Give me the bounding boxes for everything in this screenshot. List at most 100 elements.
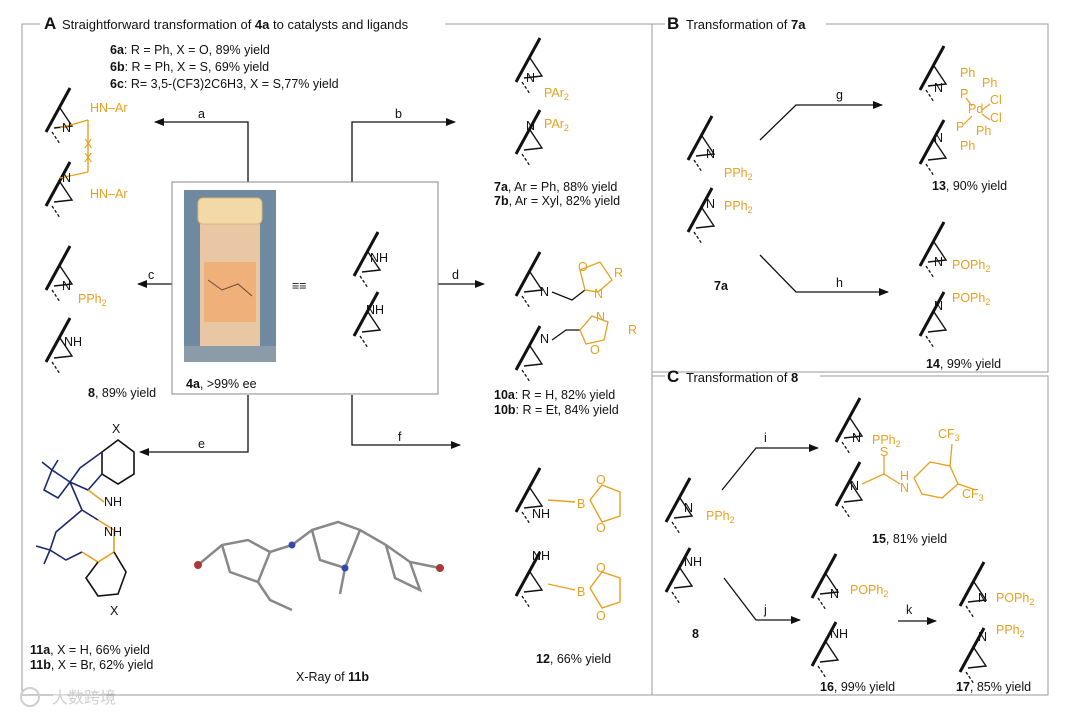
svg-text:CF3: CF3: [938, 427, 960, 443]
svg-text:N: N: [706, 197, 715, 211]
svg-text:17, 85% yield: 17, 85% yield: [956, 680, 1031, 694]
svg-text:Straightforward transformation: Straightforward transformation of 4a to …: [62, 17, 409, 32]
svg-text:O: O: [596, 561, 606, 575]
svg-text:PAr2: PAr2: [544, 117, 569, 133]
svg-text:11b, X = Br, 62% yield: 11b, X = Br, 62% yield: [30, 658, 153, 672]
compound-7-structure: N PAr2 N PAr2: [514, 36, 569, 168]
svg-text:N: N: [62, 171, 71, 185]
svg-text:d: d: [452, 268, 459, 282]
panel-b-arrows: [759, 101, 889, 296]
svg-text:NH: NH: [684, 555, 702, 569]
svg-text:X: X: [110, 604, 119, 618]
compound-13-structure: N N Ph Ph P Pd Cl Cl P Ph Ph 13, 90% yie…: [918, 44, 1007, 193]
svg-text:11a, X = H, 66% yield: 11a, X = H, 66% yield: [30, 643, 150, 657]
svg-text:N: N: [934, 131, 943, 145]
svg-text:P: P: [960, 87, 968, 101]
svg-text:13, 90% yield: 13, 90% yield: [932, 179, 1007, 193]
svg-text:N: N: [934, 255, 943, 269]
svg-text:N: N: [596, 310, 605, 324]
svg-text:PPh2: PPh2: [78, 292, 107, 308]
svg-text:A: A: [44, 14, 56, 33]
step-g-label: g: [836, 88, 843, 102]
svg-text:PPh2: PPh2: [872, 433, 901, 449]
svg-text:N: N: [62, 279, 71, 293]
svg-text:O: O: [596, 521, 606, 535]
compound-8-structure: N PPh2 NH 8, 89% yield: [44, 244, 156, 400]
compound-16-structure: N POPh2 NH 16, 99% yield: [810, 552, 895, 694]
svg-text:7b, Ar = Xyl, 82% yield: 7b, Ar = Xyl, 82% yield: [494, 194, 620, 208]
svg-text:B: B: [577, 585, 585, 599]
compound-10-structure: N N O N R N O R: [514, 250, 637, 384]
panel-a-title: A Straightforward transformation of 4a t…: [44, 14, 409, 33]
step-k-label: k: [906, 603, 913, 617]
compound-14-structure: N POPh2 N POPh2 14, 99% yield: [918, 220, 1001, 371]
compound-11-captions: 11a, X = H, 66% yield 11b, X = Br, 62% y…: [30, 643, 153, 672]
svg-text:N: N: [978, 630, 987, 644]
compound-6-conditions: 6a: R = Ph, X = O, 89% yield 6b: R = Ph,…: [110, 43, 339, 91]
svg-text:X: X: [112, 422, 121, 436]
svg-text:POPh2: POPh2: [996, 591, 1034, 607]
svg-text:e: e: [198, 437, 205, 451]
svg-text:Ph: Ph: [960, 139, 975, 153]
svg-text:4a, >99% ee: 4a, >99% ee: [186, 377, 257, 391]
panel-a-arrows: [137, 118, 485, 456]
svg-text:B: B: [577, 497, 585, 511]
step-j-label: j: [763, 603, 767, 617]
svg-text:CF3: CF3: [962, 487, 984, 503]
svg-text:PPh2: PPh2: [706, 509, 735, 525]
svg-text:6c: R= 3,5-(CF3)2C6H3, X = S,7: 6c: R= 3,5-(CF3)2C6H3, X = S,77% yield: [110, 77, 339, 91]
svg-text:N: N: [852, 431, 861, 445]
xray-structure: [194, 520, 444, 612]
svg-text:a: a: [198, 107, 205, 121]
svg-text:N: N: [850, 479, 859, 493]
svg-text:R: R: [614, 266, 623, 280]
compound-8-c-structure: N PPh2 NH 8: [664, 476, 735, 641]
svg-text:H: H: [900, 469, 909, 483]
svg-text:Cl: Cl: [990, 111, 1002, 125]
svg-text:N: N: [830, 587, 839, 601]
xray-caption: X-Ray of 11b: [296, 670, 369, 684]
svg-text:12, 66% yield: 12, 66% yield: [536, 652, 611, 666]
compound-12-structure: NH NH B B O O O O 12, 66% yield: [514, 466, 621, 666]
svg-text:X: X: [84, 137, 93, 151]
compound-6-structure: N N HN–Ar X X HN–Ar: [44, 86, 128, 220]
svg-text:N: N: [540, 285, 549, 299]
compound-4a-box: 4a, >99% ee ≡≡ NH NH: [171, 181, 439, 395]
svg-text:N: N: [526, 119, 535, 133]
svg-text:15, 81% yield: 15, 81% yield: [872, 532, 947, 546]
compound-7a-structure: N PPh2 N PPh2 7a: [686, 114, 753, 293]
svg-text:7a, Ar = Ph, 88% yield: 7a, Ar = Ph, 88% yield: [494, 180, 617, 194]
compound-11-structure: X NH NH X: [35, 422, 135, 618]
svg-text:N: N: [978, 591, 987, 605]
svg-text:NH: NH: [104, 495, 122, 509]
svg-text:Transformation of 7a: Transformation of 7a: [686, 17, 806, 32]
svg-text:NH: NH: [370, 251, 388, 265]
svg-text:PPh2: PPh2: [724, 199, 753, 215]
svg-text:PPh2: PPh2: [724, 166, 753, 182]
svg-text:Ph: Ph: [960, 66, 975, 80]
svg-text:Ph: Ph: [976, 124, 991, 138]
svg-text:b: b: [395, 107, 402, 121]
svg-text:NH: NH: [64, 335, 82, 349]
svg-text:O: O: [596, 609, 606, 623]
svg-text:f: f: [398, 430, 402, 444]
svg-text:N: N: [706, 147, 715, 161]
svg-text:N: N: [540, 332, 549, 346]
svg-text:NH: NH: [104, 525, 122, 539]
svg-text:X-Ray of 11b: X-Ray of 11b: [296, 670, 369, 684]
svg-text:HN–Ar: HN–Ar: [90, 101, 128, 115]
compound-15-structure: N PPh2 N S N H CF3 CF3 15, 81% yield: [834, 396, 984, 546]
compound-17-structure: N POPh2 N PPh2 17, 85% yield: [956, 560, 1034, 694]
panel-b-title: B Transformation of 7a: [667, 14, 806, 33]
svg-text:NH: NH: [830, 627, 848, 641]
svg-text:Ph: Ph: [982, 76, 997, 90]
svg-text:O: O: [596, 473, 606, 487]
watermark: 大数跨境: [20, 687, 116, 707]
svg-text:6a: R = Ph, X = O, 89% yield: 6a: R = Ph, X = O, 89% yield: [110, 43, 270, 57]
svg-text:14, 99% yield: 14, 99% yield: [926, 357, 1001, 371]
panel-c-title: C Transformation of 8: [667, 367, 798, 386]
svg-text:NH: NH: [532, 507, 550, 521]
svg-text:N: N: [934, 299, 943, 313]
svg-text:≡≡: ≡≡: [292, 279, 307, 293]
svg-text:10b: R = Et, 84% yield: 10b: R = Et, 84% yield: [494, 403, 619, 417]
